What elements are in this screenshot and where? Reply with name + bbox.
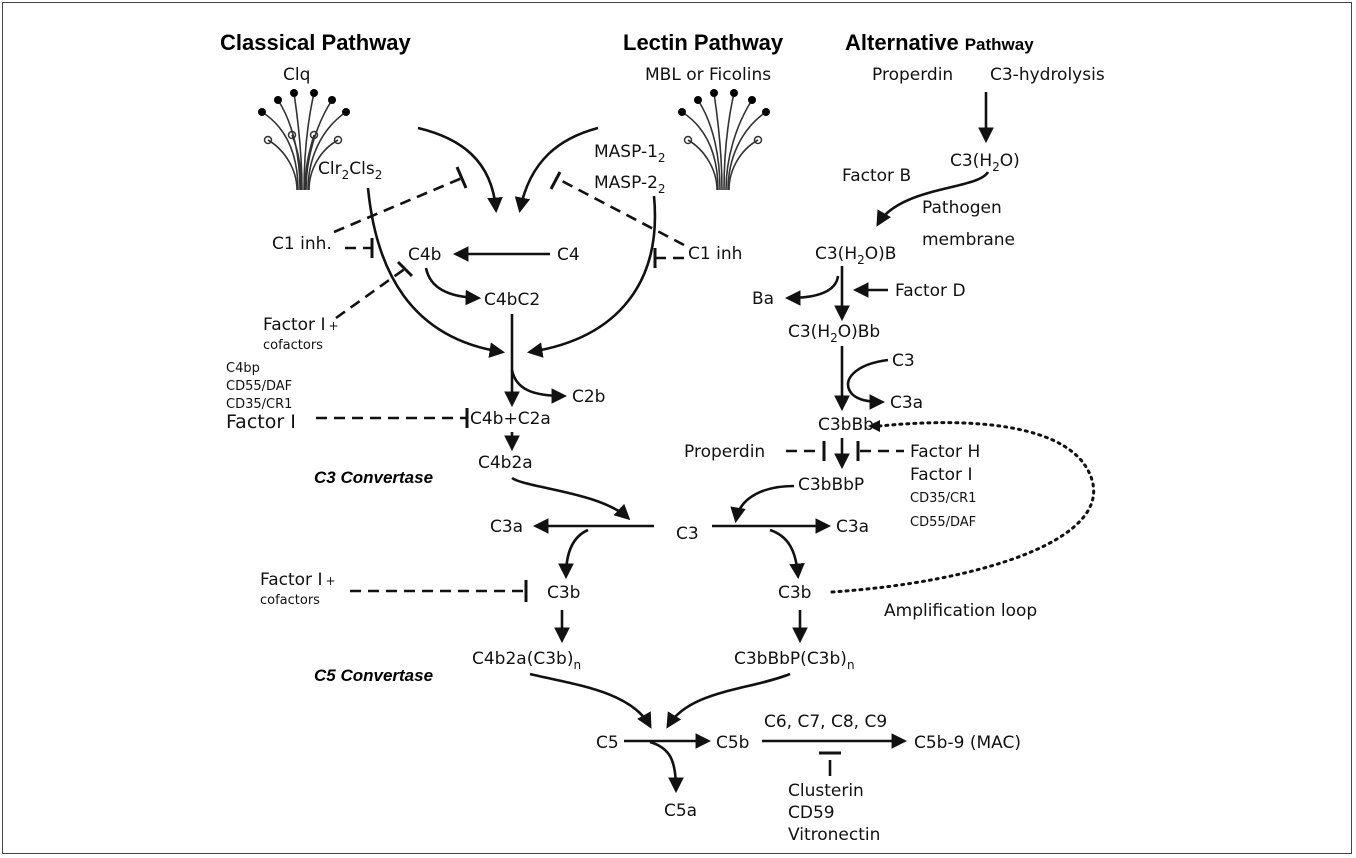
c3h2o-label: C3(H2O) — [950, 151, 1020, 174]
factor-d-label: Factor D — [895, 281, 966, 301]
c2b-label: C2b — [572, 387, 605, 407]
c3bbb-label: C3bBb — [818, 415, 874, 435]
c5b-label: C5b — [716, 733, 749, 753]
pathogen-label: Pathogen — [922, 198, 1002, 218]
c4-label: C4 — [557, 245, 580, 265]
c4bc2-label: C4bC2 — [484, 290, 540, 310]
amplification-loop-label: Amplification loop — [884, 601, 1037, 621]
c3-hydrolysis-label: C3-hydrolysis — [990, 65, 1105, 85]
inhibition-bar — [455, 166, 468, 189]
c5-to-c5a-arrow — [649, 740, 684, 794]
factor-i-dashed-line-top — [335, 266, 407, 320]
cofactors-label-top: cofactors — [263, 338, 323, 353]
c1-inh-classical-label: C1 inh. — [272, 234, 332, 254]
c4b-label: C4b — [408, 245, 441, 265]
ba-release-arrow — [784, 275, 840, 306]
clr-cls-to-c2-arrow — [366, 187, 506, 358]
lectin-pathway-title: Lectin Pathway — [623, 30, 784, 55]
factor-i-regulator-label: Factor I — [226, 411, 296, 433]
c4b2a-label: C4b2a — [478, 453, 533, 473]
c4b2a-to-c3-arrow — [511, 476, 631, 521]
mbl-ficolin-molecule-icon — [678, 89, 770, 191]
lectin-c1-inh-dashed-line — [559, 178, 685, 247]
c5a-label: C5a — [664, 801, 697, 821]
amplification-loop-line — [830, 421, 1096, 594]
cd55-daf-alt-label: CD55/DAF — [910, 515, 976, 530]
c3-convertase-label: C3 Convertase — [314, 468, 433, 487]
mac-label: C5b-9 (MAC) — [914, 733, 1021, 753]
cd35-cr1-label: CD35/CR1 — [226, 397, 292, 412]
factor-b-label: Factor B — [842, 166, 911, 186]
c5-convertase-label: C5 Convertase — [314, 666, 433, 685]
c4b2a-c3b-to-c5-arrow — [529, 672, 652, 729]
factor-h-label: Factor H — [910, 442, 980, 462]
c4b-c2a-label: C4b+C2a — [470, 409, 551, 429]
c3-alt-label: C3 — [892, 351, 915, 371]
c4b-to-c4bc2-arrow — [424, 267, 482, 306]
c5-label: C5 — [596, 733, 619, 753]
c3b-left-label: C3b — [547, 583, 580, 603]
c3bbbp-to-c3-arrow — [730, 484, 795, 524]
factor-i-cofactors-label-top: Factor I+ — [263, 315, 339, 335]
c1q-molecule-icon — [258, 89, 350, 191]
factor-i-alt-label: Factor I — [910, 465, 972, 485]
c1-inh-lectin-label: C1 inh — [688, 244, 742, 264]
mbl-ficolins-label: MBL or Ficolins — [645, 65, 771, 85]
c3a-left-label: C3a — [490, 517, 523, 537]
c3bbbp-label: C3bBbP — [798, 475, 864, 495]
inhibition-bar — [396, 260, 414, 278]
c3h2obb-label: C3(H2O)Bb — [788, 322, 880, 345]
properdin-label: Properdin — [872, 65, 953, 85]
inhibition-bar — [549, 171, 562, 190]
vitronectin-label: Vitronectin — [788, 825, 880, 845]
masp-to-c2-arrow — [526, 195, 657, 358]
c3-central-label: C3 — [676, 524, 699, 544]
c1-inh-dashed-line-upper — [333, 176, 463, 234]
c3-to-c3b-left-arrow — [558, 528, 589, 580]
c3a-alt-label: C3a — [890, 393, 923, 413]
c3bbbp-c3b-to-c5-arrow — [666, 672, 791, 729]
cd35-cr1-alt-label: CD35/CR1 — [910, 491, 976, 506]
c3-to-c3a-alt-arrow — [846, 358, 889, 410]
c3h2o-to-c3h2ob-arrow — [876, 171, 990, 227]
c3bbbp-c3b-label: C3bBbP(C3b)n — [734, 649, 855, 672]
cd55-daf-label: CD55/DAF — [226, 379, 292, 394]
cd59-label: CD59 — [788, 803, 835, 823]
factor-i-cofactors-label-bottom: Factor I+ — [260, 570, 336, 590]
c3a-right-label: C3a — [836, 517, 869, 537]
classical-to-c4-arrow — [417, 126, 503, 214]
cofactors-label-bottom: cofactors — [260, 593, 320, 608]
c1r-c1s-label: Clr2Cls2 — [318, 159, 382, 182]
clusterin-label: Clusterin — [788, 781, 864, 801]
classical-pathway-title: Classical Pathway — [220, 30, 412, 55]
c4b2a-c3b-label: C4b2a(C3b)n — [472, 649, 581, 672]
properdin-stabilizer-label: Properdin — [684, 442, 765, 462]
c3h2ob-label: C3(H2O)B — [815, 244, 896, 267]
c1q-label: Clq — [283, 65, 310, 85]
c6-c9-label: C6, C7, C8, C9 — [764, 712, 887, 732]
lectin-to-c4-arrow — [514, 126, 599, 214]
c3b-right-label: C3b — [778, 583, 811, 603]
masp1-label: MASP-12 — [594, 142, 666, 165]
c2b-release-arrow — [510, 369, 568, 404]
ba-label: Ba — [752, 289, 774, 309]
c4bp-label: C4bp — [226, 361, 260, 376]
masp2-label: MASP-22 — [594, 173, 666, 196]
membrane-label: membrane — [922, 230, 1015, 250]
c3-to-c3b-right-arrow — [769, 528, 805, 580]
amplification-loop-arrowhead — [868, 420, 880, 432]
